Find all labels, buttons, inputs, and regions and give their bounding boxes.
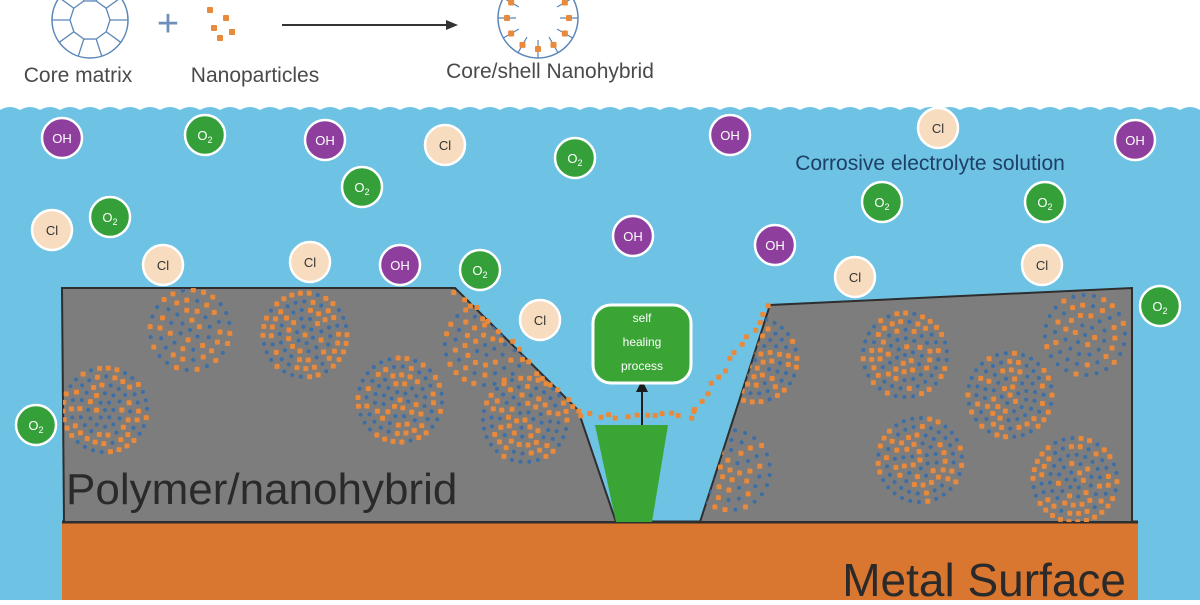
oh-ion: OH xyxy=(42,118,82,158)
svg-text:Cl: Cl xyxy=(849,270,861,285)
svg-text:OH: OH xyxy=(315,133,335,148)
o2-ion: O2 xyxy=(460,250,500,290)
svg-text:Cl: Cl xyxy=(534,313,546,328)
legend-hybrid-label: Core/shell Nanohybrid xyxy=(446,60,654,83)
o2-ion: O2 xyxy=(862,182,902,222)
legend-plus: + xyxy=(157,3,179,45)
cl-ion: Cl xyxy=(1022,245,1062,285)
o2-ion: O2 xyxy=(90,197,130,237)
cl-ion: Cl xyxy=(290,242,330,282)
cl-ion: Cl xyxy=(918,108,958,148)
healing-label-line1: self xyxy=(633,311,652,325)
legend: + Core matrix Nanoparticles Core/shell N… xyxy=(24,0,654,87)
oh-ion: OH xyxy=(380,245,420,285)
o2-ion: O2 xyxy=(342,167,382,207)
svg-text:Cl: Cl xyxy=(46,223,58,238)
svg-text:Cl: Cl xyxy=(439,138,451,153)
oh-ion: OH xyxy=(613,216,653,256)
oh-ion: OH xyxy=(1115,120,1155,160)
oh-ion: OH xyxy=(305,120,345,160)
o2-ion: O2 xyxy=(555,138,595,178)
oh-ion: OH xyxy=(710,115,750,155)
cl-ion: Cl xyxy=(143,245,183,285)
svg-text:Cl: Cl xyxy=(304,255,316,270)
svg-text:OH: OH xyxy=(1125,133,1145,148)
svg-text:OH: OH xyxy=(765,238,785,253)
o2-ion: O2 xyxy=(1025,182,1065,222)
cl-ion: Cl xyxy=(425,125,465,165)
metal-label: Metal Surface xyxy=(842,554,1126,600)
svg-text:Cl: Cl xyxy=(1036,258,1048,273)
o2-ion: O2 xyxy=(1140,286,1180,326)
cl-ion: Cl xyxy=(835,257,875,297)
svg-text:OH: OH xyxy=(720,128,740,143)
svg-text:OH: OH xyxy=(52,131,72,146)
cl-ion: Cl xyxy=(520,300,560,340)
core-matrix-icon xyxy=(52,0,128,58)
legend-core-label: Core matrix xyxy=(24,64,133,87)
svg-text:OH: OH xyxy=(390,258,410,273)
solution-label: Corrosive electrolyte solution xyxy=(795,152,1065,175)
svg-text:Cl: Cl xyxy=(932,121,944,136)
o2-ion: O2 xyxy=(185,115,225,155)
core-shell-nanohybrid-icon xyxy=(498,0,578,58)
svg-text:Cl: Cl xyxy=(157,258,169,273)
legend-nano-label: Nanoparticles xyxy=(191,64,319,87)
o2-ion: O2 xyxy=(16,405,56,445)
cl-ion: Cl xyxy=(32,210,72,250)
healing-label-line3: process xyxy=(621,359,663,373)
oh-ion: OH xyxy=(755,225,795,265)
polymer-label: Polymer/nanohybrid xyxy=(66,465,457,514)
legend-arrow xyxy=(282,20,458,30)
healing-label-line2: healing xyxy=(623,335,662,349)
nanoparticles-icon xyxy=(207,7,235,41)
svg-text:OH: OH xyxy=(623,229,643,244)
